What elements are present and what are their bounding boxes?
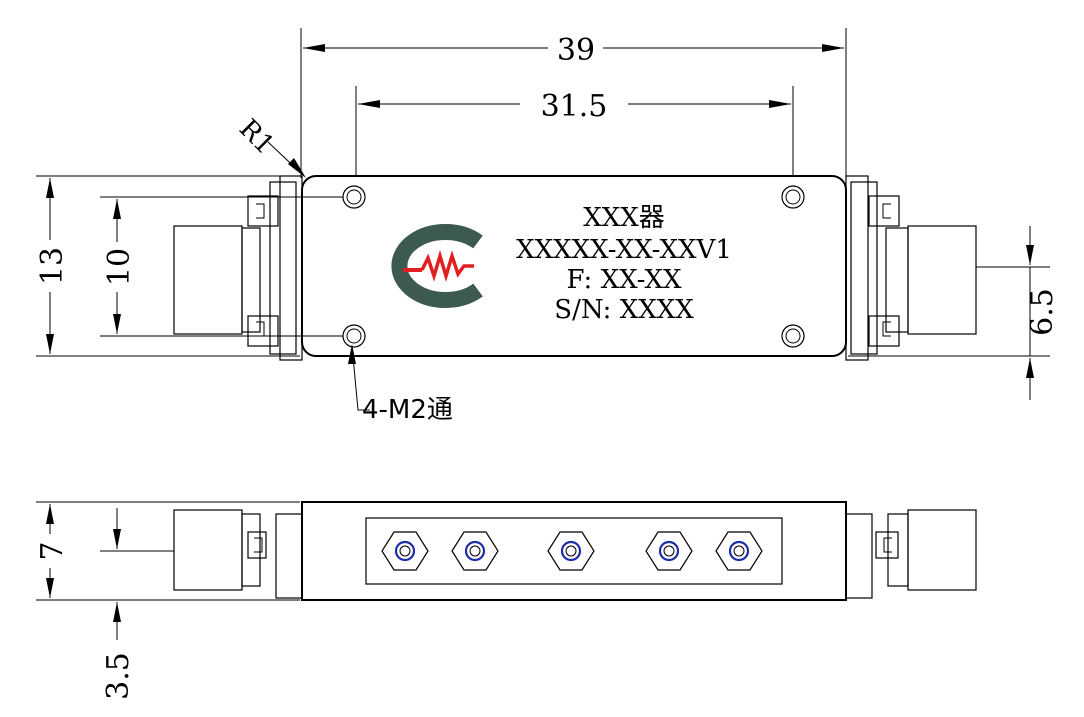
product-name: XXX器 bbox=[583, 203, 665, 233]
dimension-body-width: 13 bbox=[35, 175, 300, 357]
mount-hole-icon bbox=[781, 185, 805, 209]
company-logo bbox=[391, 224, 483, 308]
hole-spacing-label: 31.5 bbox=[541, 89, 608, 124]
top-view: 39 31.5 R1 bbox=[35, 28, 1060, 425]
pin-terminal-icon bbox=[645, 531, 693, 571]
side-recess bbox=[365, 517, 783, 585]
product-frequency: F: XX-XX bbox=[566, 265, 682, 295]
body-height-label: 7 bbox=[35, 541, 70, 560]
pin-terminal-icon bbox=[547, 531, 595, 571]
device-body-top bbox=[301, 175, 847, 357]
right-connector-top bbox=[845, 175, 977, 361]
dimension-overall-length: 39 bbox=[303, 33, 844, 68]
pin-terminals bbox=[381, 531, 763, 571]
pin-offset-label: 3.5 bbox=[101, 652, 136, 700]
product-model: XXXXX-XX-XXV1 bbox=[516, 235, 732, 265]
product-label: XXX器 XXXXX-XX-XXV1 F: XX-XX S/N: XXXX bbox=[516, 203, 732, 325]
pin-terminal-icon bbox=[451, 531, 499, 571]
dimension-pin-offset: 3.5 bbox=[100, 508, 174, 700]
device-body-side bbox=[301, 501, 847, 601]
left-connector-top bbox=[173, 175, 303, 361]
dimension-hole-spacing: 31.5 bbox=[358, 89, 791, 124]
product-serial: S/N: XXXX bbox=[554, 295, 694, 325]
body-width-label: 13 bbox=[35, 247, 70, 285]
connector-offset-label: 6.5 bbox=[1025, 288, 1060, 336]
right-connector-side bbox=[845, 509, 977, 599]
dimension-hole-width-spacing: 10 bbox=[100, 196, 343, 337]
overall-length-label: 39 bbox=[557, 33, 595, 68]
dimension-connector-offset: 6.5 bbox=[848, 226, 1060, 400]
mount-note: 4-M2通 bbox=[362, 395, 453, 425]
side-view: 7 3.5 bbox=[35, 501, 977, 700]
mount-hole-icon bbox=[781, 324, 805, 348]
mount-callout: 4-M2通 bbox=[348, 344, 453, 425]
corner-radius-label: R1 bbox=[233, 114, 280, 161]
pin-terminal-icon bbox=[381, 531, 429, 571]
left-connector-side bbox=[173, 509, 303, 599]
dimension-body-height: 7 bbox=[35, 501, 300, 601]
hole-width-spacing-label: 10 bbox=[102, 248, 137, 286]
pin-terminal-icon bbox=[715, 531, 763, 571]
corner-radius-callout: R1 bbox=[233, 114, 306, 178]
